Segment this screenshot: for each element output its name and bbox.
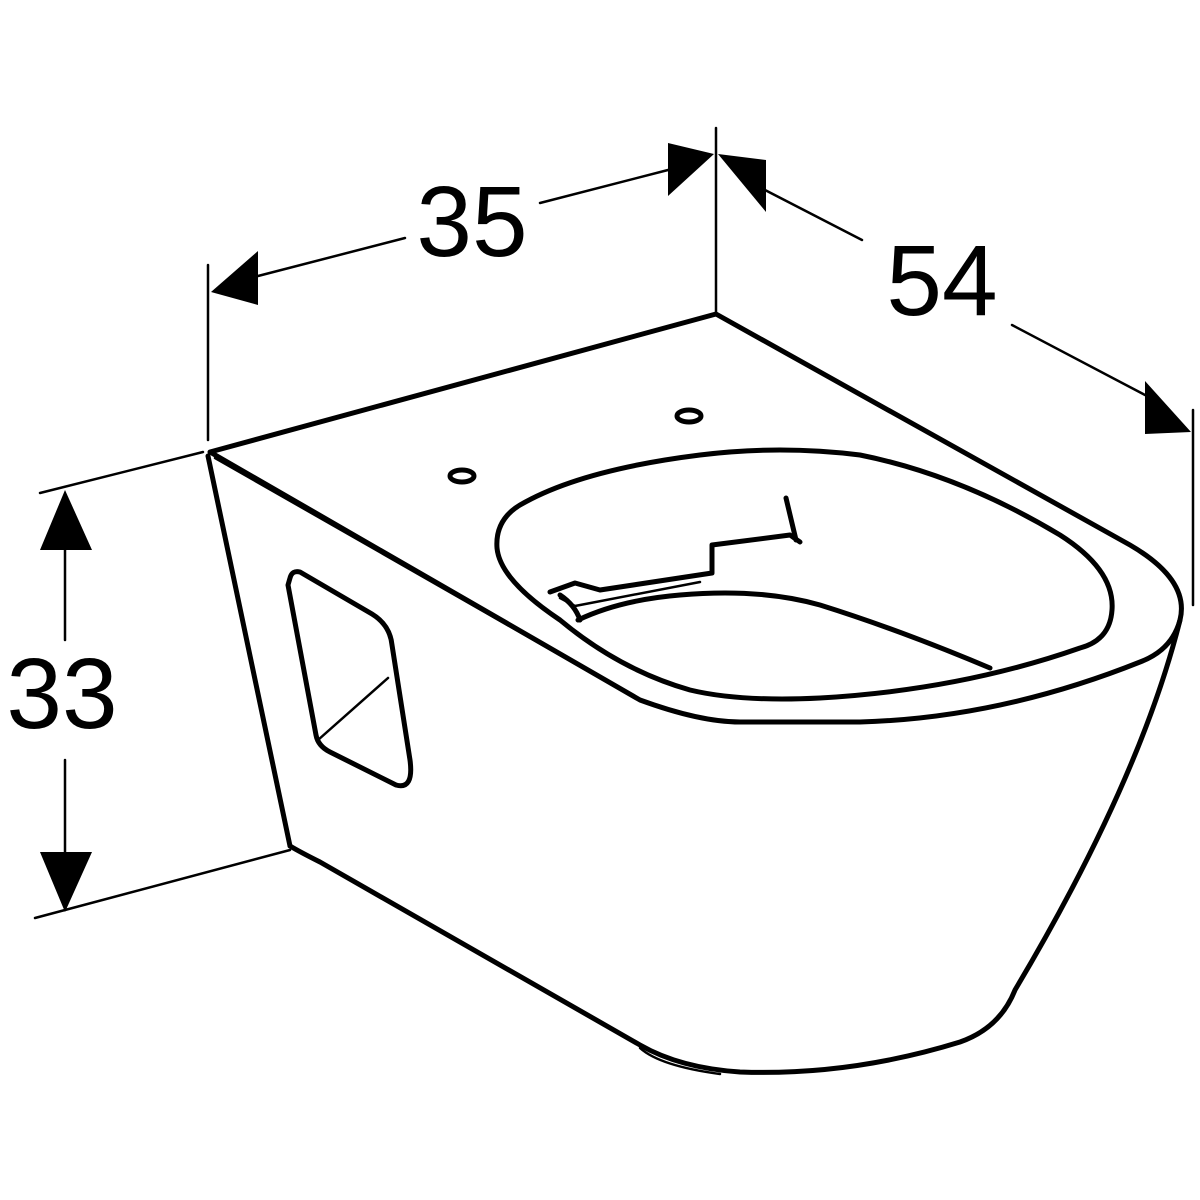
fixing-hole-left [447,467,477,485]
bowl-inner [575,590,993,671]
depth-dimension-line-lower [1010,323,1147,397]
flush-channel [547,532,803,595]
toilet-bottom-outline [287,617,1183,1075]
height-dimension: 33 [6,450,292,920]
depth-arrowhead-lower [1145,381,1191,434]
fixing-hole-right [674,407,704,425]
width-dimension-label: 35 [416,166,527,278]
width-dimension-line-right [538,168,670,205]
toilet-left-side [205,453,293,849]
height-arrowhead-top [40,490,92,550]
width-arrowhead-right [668,143,714,196]
depth-dimension-line-upper [763,188,864,242]
height-extension-line-bottom [33,848,292,920]
width-dimension: 35 [206,126,718,442]
depth-dimension-label: 54 [886,225,997,337]
bowl-rim-outer [494,447,1115,702]
flush-channel-lip [783,495,799,543]
bowl-inner-left [557,592,583,623]
height-extension-line-top [38,450,205,495]
width-dimension-line-left [256,236,407,278]
height-arrowhead-bottom [40,852,92,912]
side-recess-inner [316,676,390,742]
toilet-top-outline [207,311,1184,725]
width-arrowhead-left [211,251,258,305]
toilet-base-shadow [638,1046,722,1076]
height-dimension-label: 33 [6,638,117,750]
toilet-body [205,311,1184,1076]
depth-arrowhead-upper [718,154,766,212]
depth-dimension: 54 [718,154,1195,607]
side-recess-outer [285,569,414,789]
toilet-front-edge [213,456,632,697]
flush-channel-inner [558,580,702,608]
